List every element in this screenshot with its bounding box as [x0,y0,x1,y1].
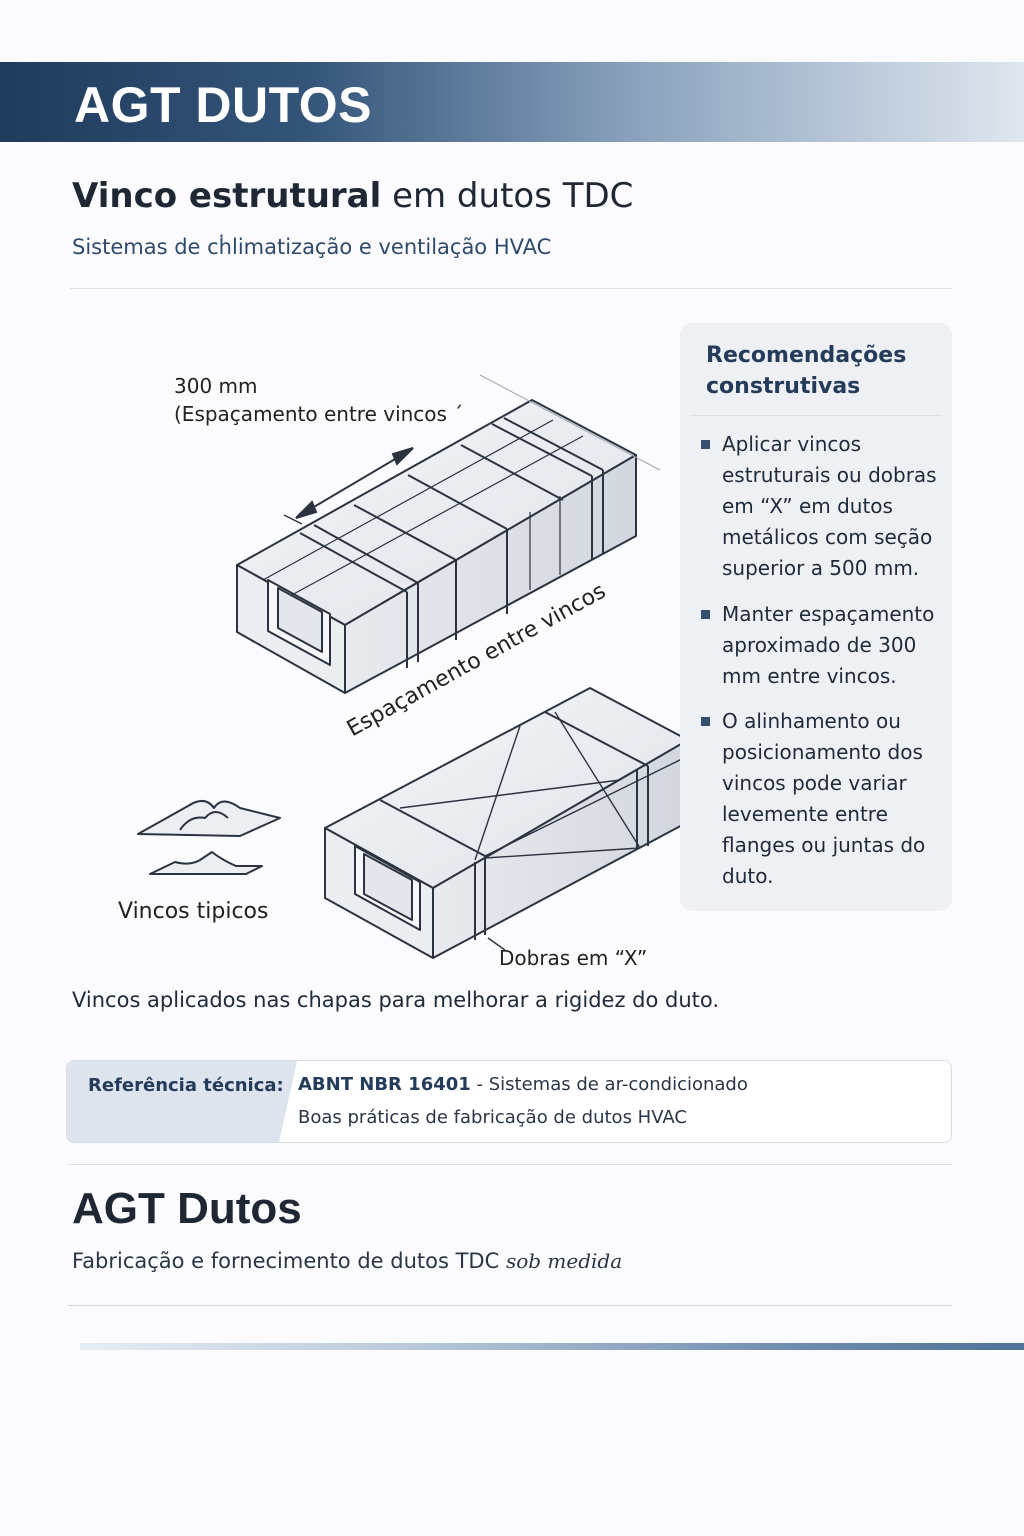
dimension-arrow [283,447,414,525]
banner-title: AGT DUTOS [74,77,373,133]
footer-tagline-text: Fabricação e fornecimento de dutos TDC [72,1249,506,1273]
footer-brand: AGT Dutos [72,1184,302,1233]
recommendations-title: Recomendações construtivas [706,343,907,399]
header-divider [70,288,952,289]
reference-label: Referência técnica: [88,1075,284,1096]
page-title-rest: em dutos TDC [381,176,634,216]
reference-label-background [67,1061,297,1142]
recommendations-divider [690,415,942,416]
reference-standard-code: ABNT NBR 16401 [298,1074,471,1095]
footer-tagline: Fabricação e fornecimento de dutos TDC s… [72,1249,622,1273]
footer-tagline-italic: sob medida [505,1249,623,1273]
typical-crease-sketch [137,800,281,875]
duct-drawing [137,374,691,959]
reference-standard-desc: - Sistemas de ar-condicionado [470,1074,748,1095]
upper-duct [236,374,661,694]
recommendation-item: Manter espaçamento aproximado de 300 mm … [722,602,935,688]
x-folds-label: Dobras em “X” [499,946,648,970]
reference-practices: Boas práticas de fabricação de dutos HVA… [298,1107,687,1128]
diagram-caption: Vincos aplicados nas chapas para melhora… [72,988,720,1012]
recommendation-item: O alinhamento ou posicionamento dos vinc… [722,709,926,888]
bullet-marker [701,440,710,449]
header-banner [0,62,1024,142]
reference-standard: ABNT NBR 16401 - Sistemas de ar-condicio… [298,1074,748,1095]
footer-divider-bottom [68,1305,952,1306]
lower-duct [324,687,691,959]
footer-divider-top [68,1164,952,1165]
dimension-label-line2: (Espaçamento entre vincos ˊ [174,402,464,426]
page-title: Vinco estrutural em dutos TDC [72,176,633,216]
technical-reference-box [66,1060,952,1143]
typical-creases-label: Vincos tipicos [118,899,269,924]
recommendation-item: Aplicar vincos estruturais ou dobras em … [722,432,937,580]
bullet-marker [701,610,710,619]
bottom-accent-bar [80,1343,1024,1350]
page-subtitle: Sistemas de cḣlimatização e ventilação … [72,235,552,259]
page-title-bold: Vinco estrutural [72,176,382,216]
duct-illustration [0,300,691,990]
bullet-marker [701,717,710,726]
recommendations-card [680,323,952,911]
dimension-label-line1: 300 mm [174,374,258,398]
